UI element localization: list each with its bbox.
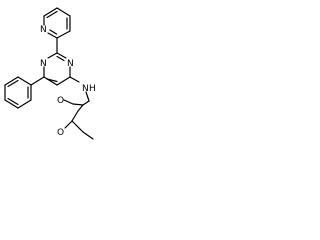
bond bbox=[56, 7, 71, 17]
bond bbox=[49, 29, 58, 35]
bond bbox=[7, 97, 19, 106]
amine-h-label: H bbox=[89, 84, 96, 94]
bond bbox=[30, 76, 45, 86]
bond bbox=[56, 55, 65, 62]
amine-n-label: N bbox=[82, 84, 89, 94]
pyridine-ring bbox=[43, 7, 71, 39]
bond bbox=[47, 52, 58, 59]
methoxy-o-upper-label: O bbox=[57, 96, 64, 106]
bond bbox=[85, 91, 90, 102]
bond bbox=[17, 99, 32, 109]
bond bbox=[69, 76, 80, 83]
bond bbox=[56, 30, 71, 39]
bond bbox=[72, 103, 84, 106]
bond bbox=[56, 76, 71, 86]
bond bbox=[63, 99, 74, 105]
bond bbox=[7, 79, 19, 88]
bond bbox=[56, 52, 67, 59]
phenyl-ring bbox=[4, 76, 32, 109]
bond bbox=[47, 32, 58, 39]
bond bbox=[82, 100, 90, 106]
bond bbox=[77, 104, 84, 112]
pyridine-n-label: N bbox=[40, 25, 47, 35]
bond bbox=[43, 7, 58, 17]
bond bbox=[64, 120, 73, 129]
pyrimidine-n-right-label: N bbox=[67, 59, 74, 69]
bond bbox=[17, 76, 32, 86]
chemical-structure-diagram: N N N N H O O bbox=[4, 7, 96, 140]
bond bbox=[46, 78, 58, 83]
bond bbox=[71, 110, 79, 122]
bond bbox=[4, 99, 19, 109]
pyrimidine-n-left-label: N bbox=[40, 59, 47, 69]
bond bbox=[43, 76, 58, 86]
pyrimidine-ring bbox=[43, 52, 71, 86]
bond bbox=[82, 131, 94, 140]
bond bbox=[71, 120, 84, 133]
bond bbox=[46, 10, 58, 19]
bond bbox=[4, 76, 19, 86]
methoxy-o-lower-label: O bbox=[57, 128, 64, 138]
